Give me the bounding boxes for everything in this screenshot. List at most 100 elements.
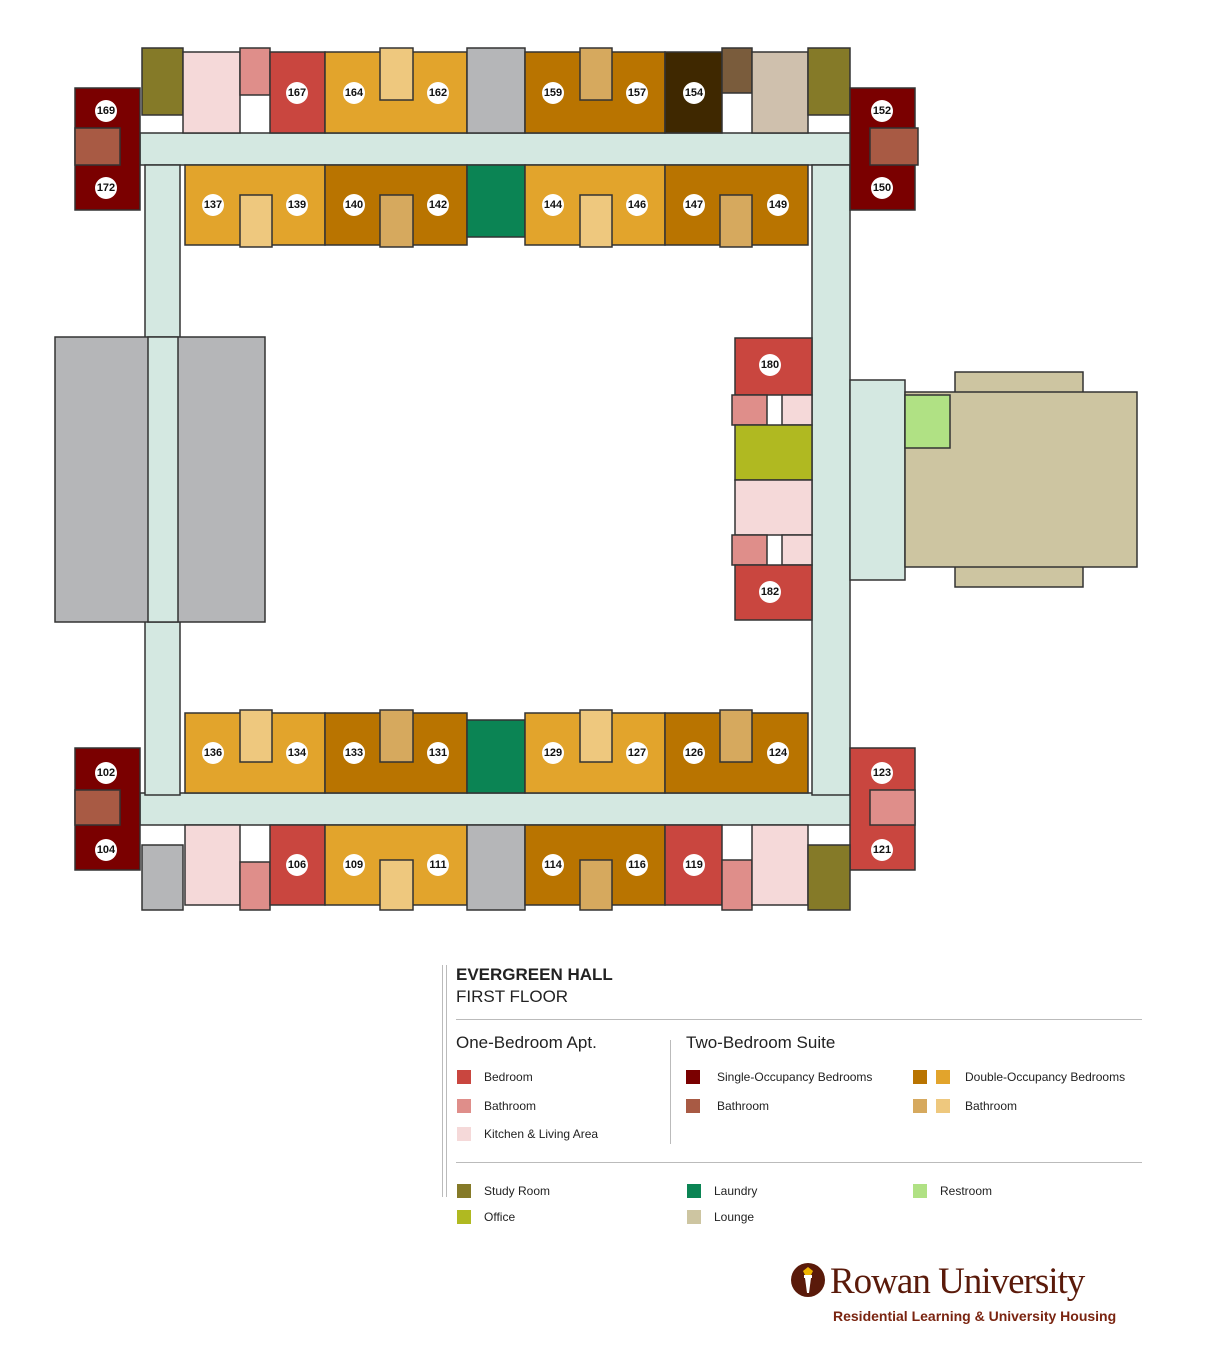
swatch bbox=[686, 1070, 700, 1084]
room-label: 124 bbox=[767, 742, 789, 764]
room-label: 126 bbox=[683, 742, 705, 764]
elevator-stair bbox=[466, 47, 526, 134]
room-number: 137 bbox=[204, 199, 222, 211]
corridor bbox=[849, 379, 906, 581]
room-label-badge bbox=[95, 100, 117, 122]
building-title: EVERGREEN HALL bbox=[456, 965, 613, 984]
bedroom bbox=[734, 564, 813, 621]
room-number: 134 bbox=[288, 747, 307, 759]
room-label-badge bbox=[427, 194, 449, 216]
bathroom bbox=[239, 47, 271, 96]
legend-double-bedrooms: Double-Occupancy Bedrooms bbox=[913, 1070, 1125, 1084]
room-label-badge bbox=[286, 742, 308, 764]
room-label-badge bbox=[286, 854, 308, 876]
room-label-badge bbox=[759, 581, 781, 603]
room-label: 182 bbox=[759, 581, 781, 603]
room-number: 167 bbox=[288, 87, 306, 99]
room-label-badge bbox=[343, 194, 365, 216]
room-label-badge bbox=[95, 839, 117, 861]
room-label-badge bbox=[683, 742, 705, 764]
legend-study-room: Study Room bbox=[457, 1184, 550, 1198]
room-number: 140 bbox=[345, 199, 363, 211]
room-label: 123 bbox=[871, 762, 893, 784]
swatch bbox=[687, 1210, 701, 1224]
room-number: 144 bbox=[544, 199, 563, 211]
room-label-badge bbox=[427, 82, 449, 104]
legend-label: Restroom bbox=[940, 1184, 993, 1198]
room-number: 182 bbox=[761, 586, 779, 598]
room-number: 104 bbox=[97, 844, 116, 856]
legend-label: Office bbox=[484, 1210, 516, 1224]
legend-label: Double-Occupancy Bedrooms bbox=[965, 1070, 1126, 1084]
two-bedroom-heading: Two-Bedroom Suite bbox=[686, 1033, 836, 1052]
room-label: 134 bbox=[286, 742, 308, 764]
swatch bbox=[457, 1099, 471, 1113]
room-label: 102 bbox=[95, 762, 117, 784]
swatch bbox=[457, 1127, 471, 1141]
room-label: 127 bbox=[626, 742, 648, 764]
room-number: 180 bbox=[761, 359, 779, 371]
room-number: 157 bbox=[628, 87, 646, 99]
legend-suite-bathroom: Bathroom bbox=[686, 1099, 769, 1113]
room-label-badge bbox=[343, 82, 365, 104]
swatch bbox=[457, 1210, 471, 1224]
room-number: 136 bbox=[204, 747, 222, 759]
swatch bbox=[913, 1184, 927, 1198]
room-label: 111 bbox=[427, 854, 449, 876]
room-label-badge bbox=[427, 854, 449, 876]
room-number: 121 bbox=[873, 844, 891, 856]
divider bbox=[456, 1162, 1142, 1163]
room-label-badge bbox=[626, 854, 648, 876]
bathroom bbox=[579, 709, 613, 763]
room-number: 126 bbox=[685, 747, 703, 759]
room-label-badge bbox=[767, 194, 789, 216]
office bbox=[734, 424, 813, 481]
swatch bbox=[457, 1070, 471, 1084]
room-label-badge bbox=[343, 742, 365, 764]
room-label: 149 bbox=[767, 194, 789, 216]
divider bbox=[670, 1040, 671, 1144]
study-room bbox=[807, 47, 851, 116]
legend-bathroom: Bathroom bbox=[457, 1099, 536, 1113]
room-label-badge bbox=[95, 177, 117, 199]
bathroom bbox=[579, 47, 613, 101]
room-number: 152 bbox=[873, 105, 891, 117]
suite-bathroom bbox=[869, 127, 919, 166]
legend-laundry: Laundry bbox=[687, 1184, 757, 1198]
room-number: 142 bbox=[429, 199, 447, 211]
room-label: 136 bbox=[202, 742, 224, 764]
legend-label: Lounge bbox=[714, 1210, 755, 1224]
room-label: 114 bbox=[542, 854, 564, 876]
room-label: 142 bbox=[427, 194, 449, 216]
room-number: 102 bbox=[97, 767, 115, 779]
elevator-stair bbox=[466, 824, 526, 911]
room-label-badge bbox=[202, 194, 224, 216]
room-label-badge bbox=[427, 742, 449, 764]
room-number: 159 bbox=[544, 87, 562, 99]
bathroom bbox=[379, 709, 414, 763]
university-name: Rowan University bbox=[830, 1261, 1085, 1302]
room-label: 159 bbox=[542, 82, 564, 104]
swatch bbox=[687, 1184, 701, 1198]
room-label: 116 bbox=[626, 854, 648, 876]
bathroom bbox=[579, 859, 613, 911]
room-number: 149 bbox=[769, 199, 787, 211]
bathroom bbox=[379, 47, 414, 101]
swatch bbox=[686, 1099, 700, 1113]
bathroom bbox=[731, 534, 768, 566]
suite-bathroom bbox=[74, 127, 121, 166]
bathroom bbox=[379, 194, 414, 248]
room-label-badge bbox=[767, 742, 789, 764]
rowan-logo: Rowan University Residential Learning & … bbox=[790, 1261, 1116, 1324]
room-label-badge bbox=[871, 762, 893, 784]
torch-icon bbox=[791, 1263, 825, 1297]
room-label: 169 bbox=[95, 100, 117, 122]
suite-bathroom bbox=[74, 789, 121, 826]
study-room bbox=[141, 47, 184, 116]
room-number: 123 bbox=[873, 767, 891, 779]
room-number: 150 bbox=[873, 182, 891, 194]
room-number: 124 bbox=[769, 747, 788, 759]
room-number: 116 bbox=[628, 859, 646, 871]
bathroom bbox=[579, 194, 613, 248]
